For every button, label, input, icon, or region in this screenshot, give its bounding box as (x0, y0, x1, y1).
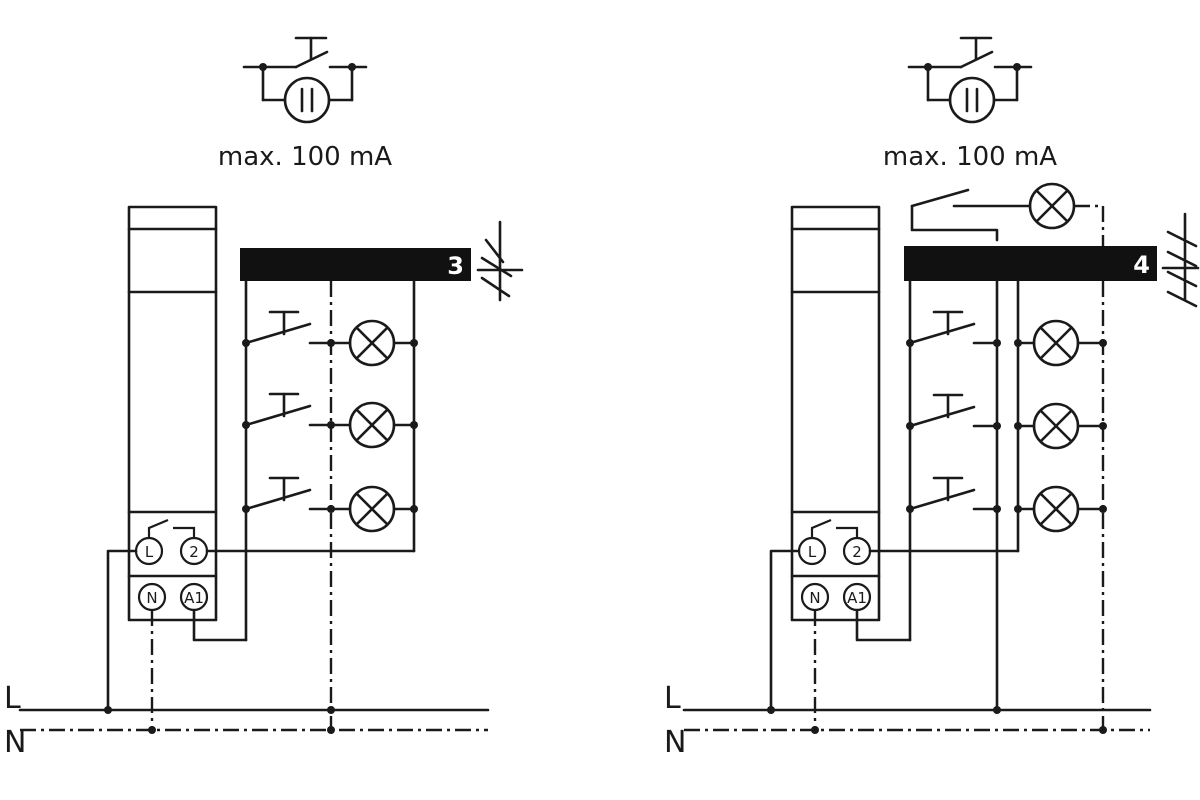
rail-label-n-right: N (664, 725, 686, 760)
conductor-bus-right (904, 246, 1157, 281)
pushbutton-icon (908, 393, 999, 428)
relay-device-right: L 2 N A1 (790, 205, 881, 622)
pushbutton-icon (244, 476, 333, 511)
circuit-left: max. 100 mA L 2 N A1 3 (4, 36, 524, 760)
terminal-label: 2 (852, 543, 862, 561)
conductor-bus-left (240, 248, 471, 281)
lamp-icon (1028, 182, 1076, 230)
branch-left-1 (242, 310, 418, 367)
lamp-icon (348, 319, 396, 367)
lamp-icon (1032, 485, 1080, 533)
illuminated-pushbutton-icon (242, 36, 368, 124)
conductor-count-icon (1161, 212, 1200, 308)
terminal-label: N (809, 589, 820, 607)
pushbutton-icon (244, 392, 333, 427)
lamp-icon (1032, 402, 1080, 450)
terminal-label: 2 (189, 543, 199, 561)
terminal-label: L (808, 543, 817, 561)
terminal-label: N (146, 589, 157, 607)
auxiliary-switch-lamp (910, 182, 1105, 246)
illuminated-pushbutton-icon (907, 36, 1033, 124)
conductor-count-icon (476, 220, 524, 302)
terminal-label: A1 (847, 589, 867, 607)
rail-label-l-right: L (664, 681, 681, 716)
conductor-count-left: 3 (447, 252, 464, 280)
branch-right-3 (906, 476, 1107, 533)
relay-contact-icon (147, 518, 196, 537)
branch-right-1 (906, 310, 1107, 367)
pushbutton-icon (908, 310, 999, 345)
pushbutton-rating-left: max. 100 mA (218, 142, 392, 172)
lamp-icon (1032, 319, 1080, 367)
branch-right-2 (906, 393, 1107, 450)
relay-device-left: L 2 N A1 (127, 205, 218, 622)
conductor-count-right: 4 (1133, 251, 1150, 279)
pushbutton-icon (244, 310, 333, 345)
rail-label-n-left: N (4, 725, 26, 760)
terminal-label: A1 (184, 589, 204, 607)
pushbutton-rating-right: max. 100 mA (883, 142, 1057, 172)
terminal-label: L (145, 543, 154, 561)
rail-label-l-left: L (4, 681, 21, 716)
lamp-icon (348, 485, 396, 533)
branch-left-2 (242, 392, 418, 449)
relay-contact-icon (810, 518, 859, 537)
circuit-right: max. 100 mA L 2 N A1 (664, 36, 1200, 760)
lamp-icon (348, 401, 396, 449)
branch-left-3 (242, 476, 418, 533)
pushbutton-icon (908, 476, 999, 511)
